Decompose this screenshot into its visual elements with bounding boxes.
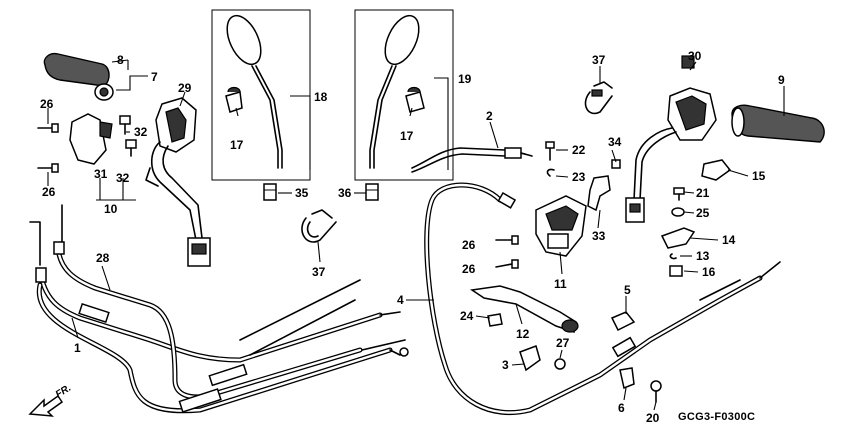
callout-37-b: 37 [592,53,606,67]
callout-34: 34 [608,135,622,149]
front-direction-arrow: FR. [28,383,73,417]
callout-labels: 8 7 29 26 26 32 31 32 10 28 1 18 19 17 1… [40,49,785,425]
callout-23: 23 [572,170,586,184]
callout-30: 30 [688,49,702,63]
callout-2: 2 [486,109,493,123]
callout-17-a: 17 [230,138,244,152]
callout-17-b: 17 [400,129,414,143]
callout-20: 20 [646,411,660,425]
brake-lever [469,285,579,333]
callout-26-a: 26 [40,97,54,111]
callout-8: 8 [117,53,124,67]
callout-13: 13 [696,249,710,263]
callout-26-c: 26 [462,238,476,252]
callout-3: 3 [502,358,509,372]
left-switch-housing [69,97,211,267]
callout-32-b: 32 [116,171,130,185]
left-mirror [211,9,311,181]
right-grip [731,104,825,143]
callout-26-d: 26 [462,262,476,276]
callout-15: 15 [752,169,766,183]
callout-7: 7 [151,70,158,84]
callout-35: 35 [295,186,309,200]
throttle-cables [29,204,409,414]
callout-5: 5 [624,283,631,297]
callout-22: 22 [572,143,586,157]
callout-10: 10 [104,202,118,216]
callout-1: 1 [74,341,81,355]
mirror-adapters [263,183,379,201]
callout-6: 6 [618,401,625,415]
diagram-code: GCG3-F0300C [678,411,755,423]
callout-14: 14 [722,233,736,247]
cable-band-right [584,81,613,115]
callout-26-b: 26 [42,185,56,199]
callout-36: 36 [338,186,352,200]
callout-19: 19 [458,72,472,86]
left-grip [43,52,114,101]
callout-33: 33 [592,229,606,243]
callout-29: 29 [178,81,192,95]
callout-24: 24 [460,309,474,323]
callout-4: 4 [397,293,404,307]
leader-lines [47,59,785,411]
callout-37-a: 37 [312,265,326,279]
callout-31: 31 [94,167,108,181]
callout-16: 16 [702,265,716,279]
callout-27: 27 [556,336,570,350]
callout-12: 12 [516,327,530,341]
brake-cable [424,182,781,416]
callout-11: 11 [554,277,567,291]
callout-32-a: 32 [134,125,148,139]
callout-28: 28 [96,251,110,265]
brake-hardware [487,141,662,403]
callout-25: 25 [696,206,710,220]
cable-band-center [301,209,337,243]
right-hardware [660,159,732,277]
callout-21: 21 [696,186,710,200]
left-screws [37,115,137,173]
right-switch-housing [625,55,717,223]
right-mirror [354,9,454,181]
master-cylinder [535,195,587,257]
switch-wire [411,147,533,173]
callout-9: 9 [778,73,785,87]
callout-18: 18 [314,90,328,104]
